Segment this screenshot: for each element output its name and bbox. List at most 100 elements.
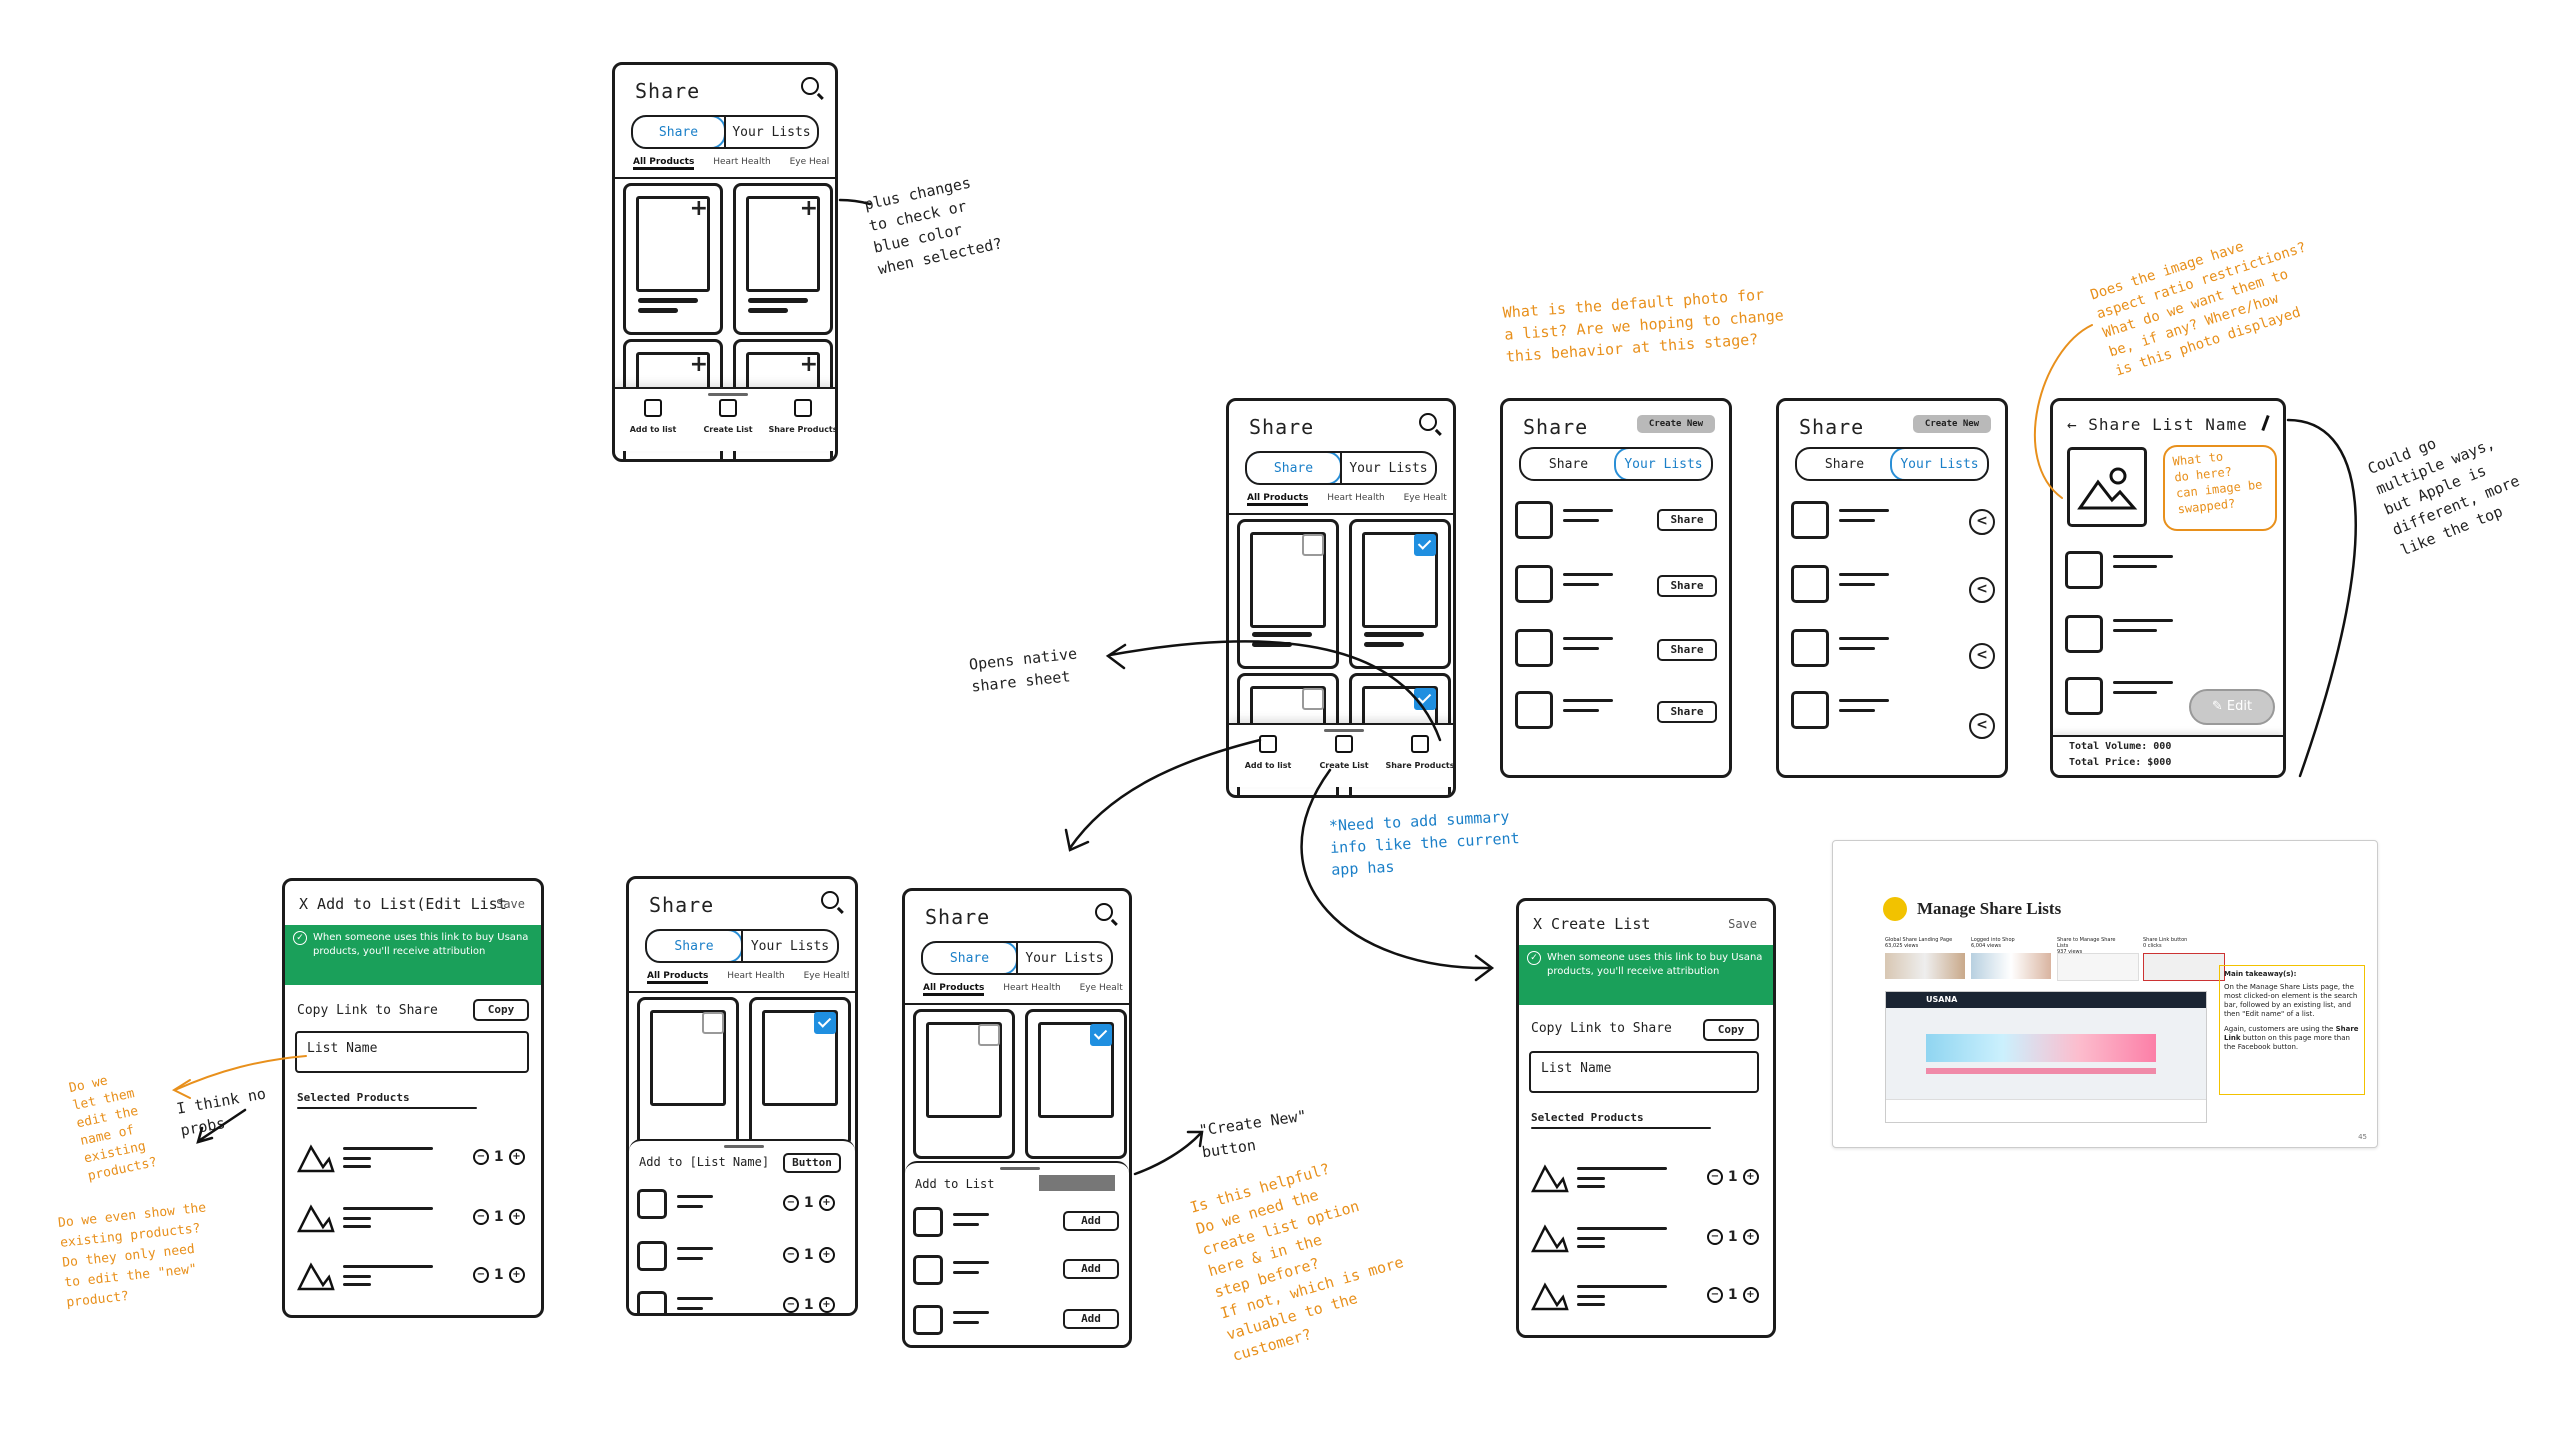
drag-handle[interactable] — [1324, 729, 1364, 732]
minus-icon[interactable]: − — [1707, 1287, 1723, 1303]
category-tab-all[interactable]: All Products — [923, 983, 985, 996]
list-item[interactable]: < — [1791, 629, 1999, 669]
product-card[interactable]: + — [623, 183, 723, 335]
category-tab-eye[interactable]: Eye Health — [1079, 983, 1123, 993]
tab-your-lists[interactable]: Your Lists — [1340, 453, 1435, 483]
minus-icon[interactable]: − — [1707, 1229, 1723, 1245]
tab-your-lists[interactable]: Your Lists — [1890, 449, 1987, 479]
selected-product-row[interactable]: − 1 + — [297, 1261, 537, 1301]
product-card[interactable] — [637, 997, 739, 1147]
create-new-button[interactable]: Create New — [1637, 415, 1715, 433]
list-item[interactable]: Share — [1515, 629, 1723, 669]
copy-button[interactable]: Copy — [473, 999, 529, 1021]
plus-icon[interactable]: + — [689, 196, 708, 221]
create-list-action[interactable]: Create List — [1309, 735, 1379, 770]
category-tab-all[interactable]: All Products — [633, 157, 695, 170]
tab-your-lists[interactable]: Your Lists — [741, 931, 837, 961]
plus-icon[interactable]: + — [1742, 1169, 1759, 1185]
category-tab-eye[interactable]: Eye Health — [803, 971, 849, 981]
plus-icon[interactable]: + — [799, 352, 818, 377]
minus-icon[interactable]: − — [783, 1297, 799, 1313]
list-item[interactable]: Share — [1515, 565, 1723, 605]
product-row[interactable] — [2065, 551, 2265, 591]
quantity-stepper[interactable]: − 1 + — [473, 1149, 525, 1165]
minus-icon[interactable]: − — [1707, 1169, 1723, 1185]
plus-icon[interactable]: + — [818, 1247, 835, 1263]
tab-your-lists[interactable]: Your Lists — [1016, 943, 1111, 973]
product-card[interactable]: + — [733, 183, 833, 335]
share-button[interactable]: Share — [1657, 701, 1717, 723]
minus-icon[interactable]: − — [783, 1195, 799, 1211]
add-to-list-action[interactable]: Add to list — [618, 399, 688, 434]
quantity-stepper[interactable]: − 1 + — [1707, 1229, 1759, 1245]
selected-product-row[interactable]: − 1 + — [1531, 1223, 1771, 1263]
add-button[interactable]: Add — [1063, 1309, 1119, 1329]
quantity-stepper[interactable]: − 1 + — [473, 1267, 525, 1283]
selected-product-row[interactable]: − 1 + — [297, 1203, 537, 1243]
plus-icon[interactable]: + — [818, 1195, 835, 1211]
quantity-stepper[interactable]: − 1 + — [783, 1247, 835, 1263]
category-tab-all[interactable]: All Products — [647, 971, 709, 984]
save-button[interactable]: Save — [1728, 917, 1757, 931]
category-tab-heart[interactable]: Heart Health — [1003, 983, 1061, 993]
list-item[interactable]: Share — [1515, 501, 1723, 541]
checkbox-checked[interactable] — [1414, 534, 1436, 556]
checkbox-unchecked[interactable] — [978, 1024, 1000, 1046]
product-row[interactable] — [2065, 615, 2265, 655]
plus-icon[interactable]: + — [508, 1267, 525, 1283]
search-icon[interactable] — [821, 891, 839, 909]
share-button[interactable]: Share — [1657, 509, 1717, 531]
tab-share[interactable]: Share — [1548, 456, 1589, 472]
save-button[interactable]: Save — [496, 897, 525, 911]
product-card[interactable] — [1025, 1009, 1127, 1159]
sheet-list-row[interactable]: Add — [913, 1207, 1127, 1241]
list-name-field[interactable]: List Name — [1529, 1051, 1759, 1093]
checkbox-unchecked[interactable] — [1302, 534, 1324, 556]
sheet-list-row[interactable]: Add — [913, 1305, 1127, 1339]
plus-icon[interactable]: + — [689, 352, 708, 377]
share-icon[interactable]: < — [1969, 509, 1995, 535]
minus-icon[interactable]: − — [473, 1267, 489, 1283]
category-tab-eye[interactable]: Eye Health — [789, 157, 829, 167]
tab-your-lists[interactable]: Your Lists — [1614, 449, 1711, 479]
checkbox-unchecked[interactable] — [702, 1012, 724, 1034]
search-icon[interactable] — [801, 77, 819, 95]
search-icon[interactable] — [1419, 413, 1437, 431]
create-new-placeholder[interactable] — [1039, 1175, 1115, 1191]
create-list-action[interactable]: Create List — [693, 399, 763, 434]
category-tab-heart[interactable]: Heart Health — [1327, 493, 1385, 503]
quantity-stepper[interactable]: − 1 + — [783, 1297, 835, 1313]
list-item[interactable]: < — [1791, 565, 1999, 605]
checkbox-checked[interactable] — [814, 1012, 836, 1034]
sheet-product-row[interactable]: − 1 + — [637, 1291, 851, 1313]
quantity-stepper[interactable]: − 1 + — [783, 1195, 835, 1211]
add-to-list-action[interactable]: Add to list — [1233, 735, 1303, 770]
plus-icon[interactable]: + — [508, 1209, 525, 1225]
create-new-button[interactable]: Create New — [1913, 415, 1991, 433]
minus-icon[interactable]: − — [473, 1209, 489, 1225]
category-tab-all[interactable]: All Products — [1247, 493, 1309, 506]
sheet-list-row[interactable]: Add — [913, 1255, 1127, 1289]
list-item[interactable]: Share — [1515, 691, 1723, 731]
share-icon[interactable]: < — [1969, 643, 1995, 669]
share-products-action[interactable]: Share Products — [768, 399, 835, 434]
checkbox-checked[interactable] — [1090, 1024, 1112, 1046]
list-item[interactable]: < — [1791, 691, 1999, 739]
sheet-product-row[interactable]: − 1 + — [637, 1241, 851, 1275]
selected-product-row[interactable]: − 1 + — [1531, 1281, 1771, 1321]
copy-button[interactable]: Copy — [1703, 1019, 1759, 1041]
tab-your-lists[interactable]: Your Lists — [724, 117, 817, 147]
search-icon[interactable] — [1095, 903, 1113, 921]
share-button[interactable]: Share — [1657, 575, 1717, 597]
list-item[interactable]: < — [1791, 501, 1999, 541]
product-card[interactable] — [913, 1009, 1015, 1159]
share-icon[interactable]: < — [1969, 577, 1995, 603]
list-name-field[interactable]: List Name — [295, 1031, 529, 1073]
sheet-product-row[interactable]: − 1 + — [637, 1189, 851, 1223]
list-image[interactable] — [2067, 447, 2147, 527]
tab-share[interactable]: Share — [1824, 456, 1865, 472]
minus-icon[interactable]: − — [473, 1149, 489, 1165]
minus-icon[interactable]: − — [783, 1247, 799, 1263]
plus-icon[interactable]: + — [1742, 1229, 1759, 1245]
drag-handle[interactable] — [708, 393, 748, 396]
